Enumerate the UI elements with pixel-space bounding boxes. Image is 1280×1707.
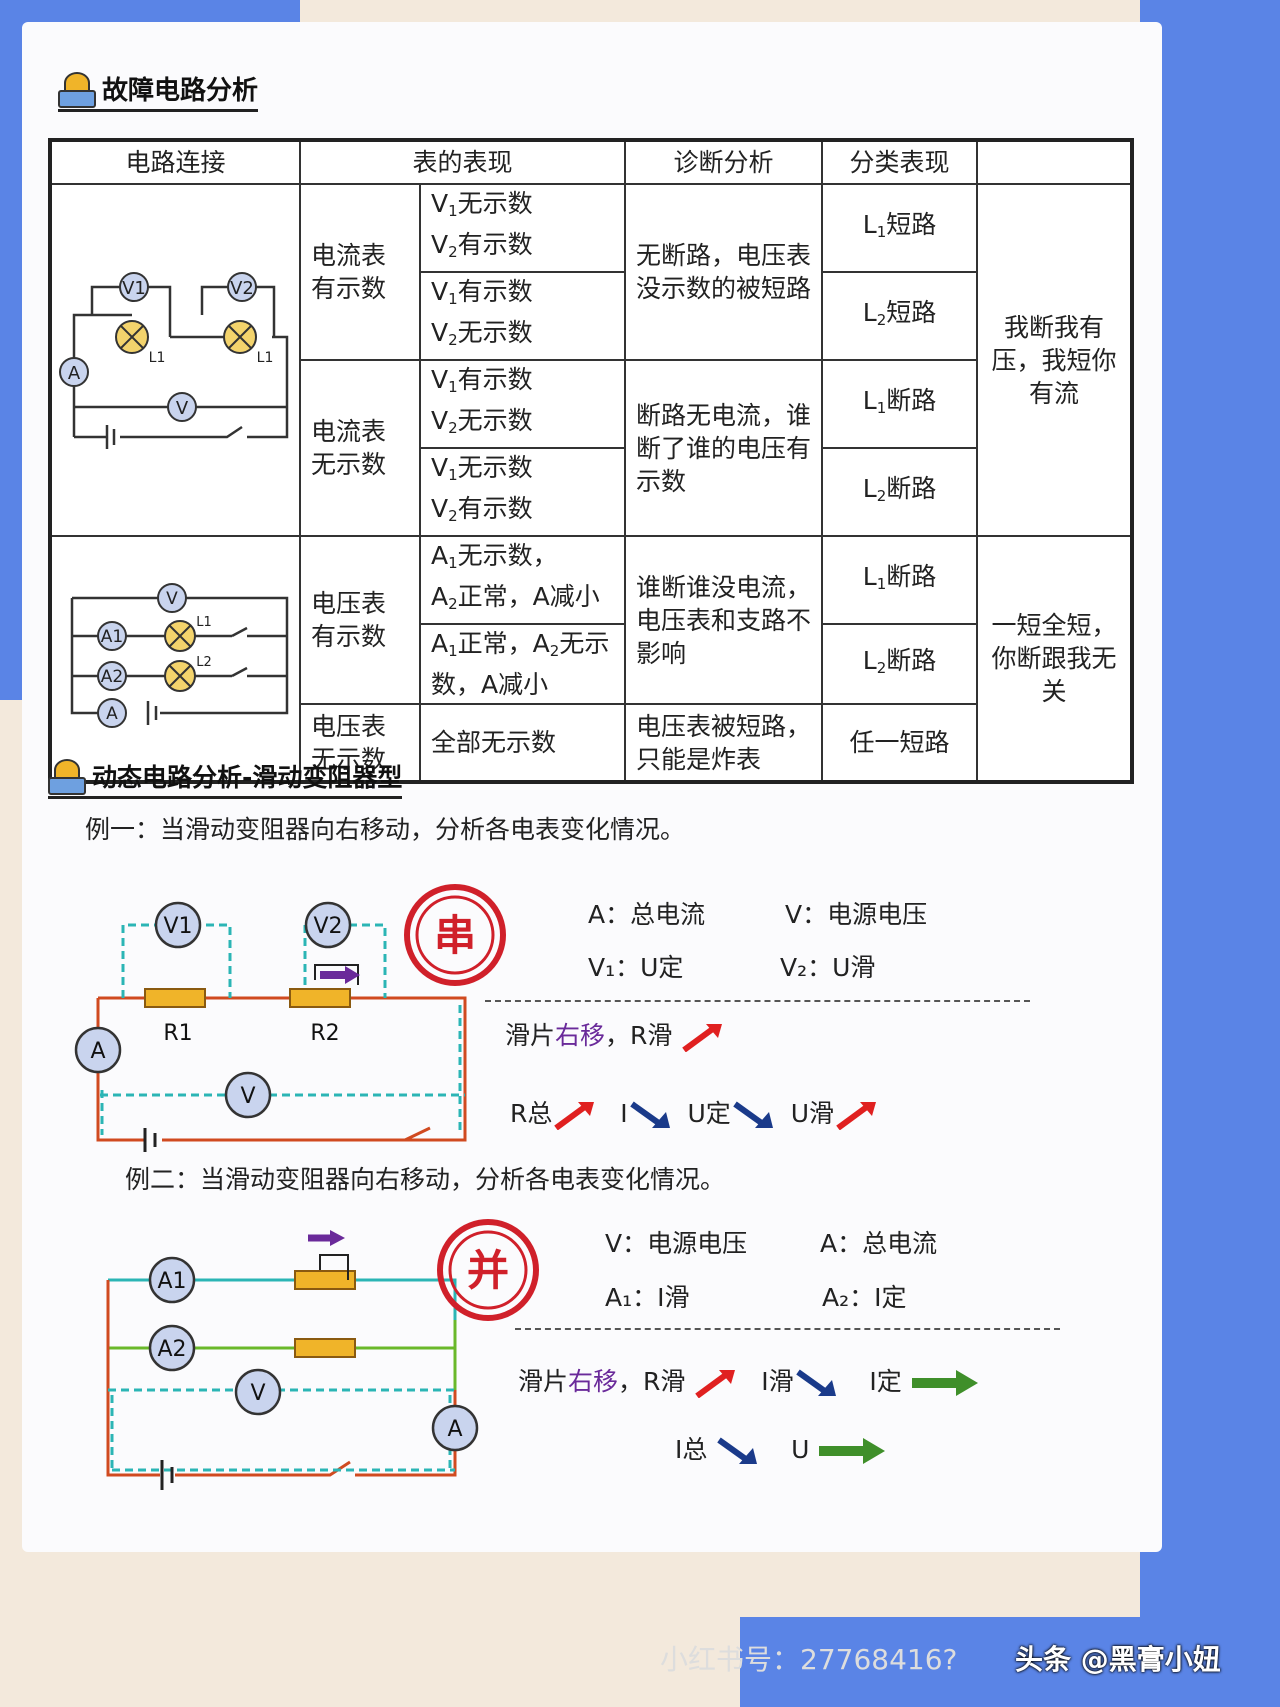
a-label: A [90, 1039, 105, 1064]
v1-label: V1 [163, 914, 192, 939]
example1-results: R总 I U定 U滑 [510, 1094, 878, 1130]
diagnosis-3: 谁断谁没电流，电压表和支路不影响 [624, 535, 824, 705]
diagnosis-1: 无断路，电压表没示数的被短路 [624, 183, 824, 361]
ammeter-has-reading: 电流表有示数 [299, 183, 421, 361]
v1-label: V1 [122, 278, 146, 299]
diagnosis-2: 断路无电流，谁断了谁的电压有示数 [624, 359, 824, 537]
arrow-right-icon [911, 1370, 978, 1396]
parallel-circuit-diagram: V A1 A2 A L1 L2 [70, 582, 289, 728]
v-label: V [240, 1084, 255, 1109]
meter-row-7: 全部无示数 [418, 703, 627, 783]
legend-a2: A₂：I定 [822, 1283, 907, 1312]
legend-a1: A₁：I滑 [605, 1283, 690, 1312]
series-circuit-cell: V1 V2 A V L1 L1 [49, 183, 301, 537]
example1-step: 滑片右移，R滑 [505, 1016, 724, 1052]
example2-step: 滑片右移，R滑 I滑 I定 [518, 1362, 980, 1398]
legend-v2: V₂：U滑 [780, 953, 876, 982]
stamp-text: 并 [467, 1246, 509, 1295]
example2-prompt: 例二：当滑动变阻器向右移动，分析各电表变化情况。 [125, 1165, 726, 1194]
example2-circuit: A1 A2 V A [106, 1230, 479, 1490]
header-circuit: 电路连接 [49, 139, 301, 185]
r2-label: R2 [310, 1021, 339, 1046]
ammeter-no-reading: 电流表无示数 [299, 359, 421, 537]
fault-analysis-table: 电路连接 表的表现 诊断分析 分类表现 V1 V2 A V L1 L1 电流表有… [48, 138, 1135, 784]
a1-label: A1 [101, 627, 123, 647]
class-6: L2断路 [821, 623, 979, 705]
arrow-right-icon [819, 1438, 886, 1464]
header-meters: 表的表现 [298, 139, 627, 185]
l1-label: L1 [196, 615, 212, 630]
parallel-stamp: 并 [437, 1219, 539, 1321]
a-label: A [447, 1417, 462, 1442]
class-1: L1短路 [821, 183, 979, 273]
section-title-dynamic: 动态电路分析-滑动变阻器型 [48, 758, 403, 799]
header-class: 分类表现 [821, 139, 979, 185]
l1-label: L1 [149, 350, 166, 366]
a2-label: A2 [101, 667, 123, 687]
arrow-up-icon [682, 1024, 723, 1052]
arrow-down-icon [717, 1437, 758, 1464]
meter-row-6: A1正常，A2无示数，A减小 [418, 623, 627, 705]
example2-results: I总 U [675, 1430, 887, 1466]
legend-v1: V₁：U定 [588, 953, 684, 982]
section-title-text: 故障电路分析 [102, 76, 259, 106]
summary-parallel: 一短全短，你断跟我无关 [976, 535, 1134, 783]
divider [485, 1000, 1030, 1002]
series-circuit-diagram: V1 V2 A V L1 L1 [59, 272, 289, 449]
r1-label: R1 [163, 1021, 192, 1046]
v2-label: V2 [313, 914, 342, 939]
section-title-text: 动态电路分析-滑动变阻器型 [92, 763, 403, 792]
meter-row-5: A1无示数，A2正常，A减小 [418, 535, 627, 625]
class-3: L1断路 [821, 359, 979, 449]
arrow-down-icon [629, 1101, 670, 1128]
class-4: L2断路 [821, 447, 979, 537]
a2-label: A2 [157, 1337, 186, 1362]
summary-series: 我断我有压，我短你有流 [976, 183, 1134, 537]
parallel-circuit-cell: V A1 A2 A L1 L2 [49, 535, 301, 783]
watermark-main: 头条 @黑膏小妞 [1015, 1643, 1221, 1676]
arrow-down-icon [795, 1369, 836, 1396]
v-label: V [176, 398, 189, 419]
class-7: 任一短路 [821, 703, 979, 783]
divider [515, 1328, 1060, 1330]
legend-a: A：总电流 [588, 900, 706, 929]
class-5: L1断路 [821, 535, 979, 625]
series-stamp: 串 [404, 884, 506, 986]
watermark-faint: 小红书号：27768416? [660, 1643, 958, 1676]
v-label: V [250, 1381, 265, 1406]
header-diagnosis: 诊断分析 [624, 139, 824, 185]
example1-circuit: V1 V2 A V R1 R2 [74, 901, 467, 1152]
class-2: L2短路 [821, 271, 979, 361]
voltmeter-no-reading: 电压表无示数 [299, 703, 421, 783]
v-label: V [166, 589, 178, 609]
voltmeter-has-reading: 电压表有示数 [299, 535, 421, 705]
legend-a: A：总电流 [820, 1229, 938, 1258]
hat-book-icon [48, 759, 86, 795]
legend-v: V：电源电压 [785, 900, 928, 929]
example1-prompt: 例一：当滑动变阻器向右移动，分析各电表变化情况。 [85, 815, 686, 844]
background-bottom [740, 1617, 1160, 1707]
a-label: A [68, 363, 81, 384]
arrow-down-icon [733, 1101, 773, 1128]
section-title-fault: 故障电路分析 [58, 70, 259, 112]
arrow-up-icon [554, 1102, 595, 1130]
hat-book-icon [58, 71, 96, 108]
diagnosis-4: 电压表被短路，只能是炸表 [624, 703, 824, 783]
v2-label: V2 [230, 278, 254, 299]
legend-v: V：电源电压 [605, 1229, 748, 1258]
arrow-up-icon [836, 1102, 877, 1130]
arrow-up-icon [695, 1370, 736, 1398]
a-label: A [106, 704, 118, 724]
header-empty [976, 139, 1134, 185]
a1-label: A1 [157, 1269, 186, 1294]
background-side [1140, 0, 1280, 1707]
l2-label: L1 [257, 350, 274, 366]
l2-label: L2 [196, 655, 212, 670]
stamp-text: 串 [434, 911, 476, 960]
